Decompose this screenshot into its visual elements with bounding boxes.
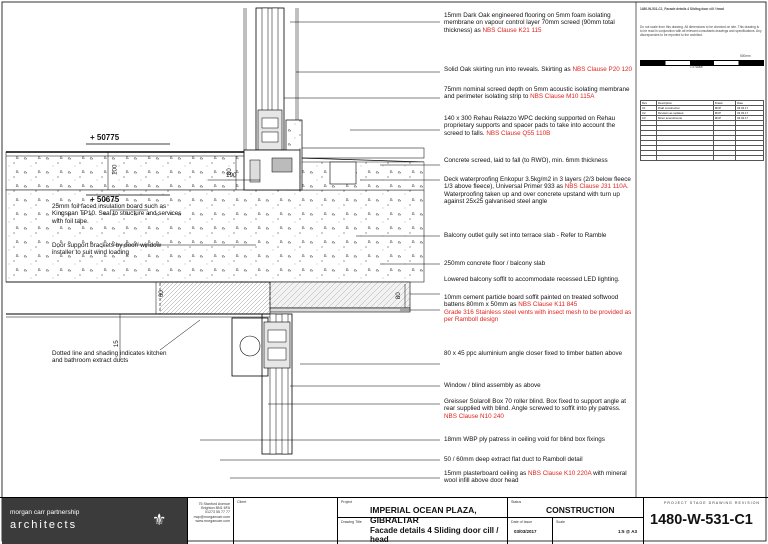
note-soffit-board: 10mm cement particle board soffit painte…	[444, 294, 632, 324]
dim-60: 60	[157, 290, 165, 298]
title-block: morgan carr partnership architects ⚜ 75 …	[0, 497, 768, 544]
status-cell: Status CONSTRUCTION Date of Issue 03/03/…	[508, 498, 644, 544]
ceiling-void	[159, 281, 271, 315]
note-extract-duct: 50 / 60mm deep extract flat duct to Ramb…	[444, 456, 583, 463]
level-lower: + 50675	[90, 195, 120, 204]
scale-bar	[640, 60, 764, 66]
practice-emblem-icon: ⚜	[152, 512, 167, 529]
dim-190: 190	[226, 172, 237, 179]
drawing-scale: 1:5 @ A3	[618, 529, 637, 534]
concrete-slab	[5, 189, 425, 283]
practice-name: morgan carr partnership	[10, 509, 80, 516]
status-value: CONSTRUCTION	[546, 505, 615, 515]
practice-logo: morgan carr partnership architects ⚜	[2, 498, 188, 544]
upper-floor-screed	[5, 151, 253, 191]
drawing-number-cell: PROJECT STAGE DRAWING REVISION 1480-W-53…	[650, 501, 761, 528]
note-plasterboard: 15mm plasterboard ceiling as NBS Clause …	[444, 470, 627, 485]
disclaimer: Do not scale from this drawing. All dime…	[640, 25, 762, 37]
project-title: IMPERIAL OCEAN PLAZA, GIBRALTAR	[370, 505, 477, 525]
note-roller-blind: Greisser Solaroll Box 70 roller blind. B…	[444, 398, 627, 420]
note-concrete-screed: Concrete screed, laid to fall (to RWO), …	[444, 157, 608, 164]
drawing-number: 1480-W-531-C1	[650, 512, 753, 528]
level-upper: + 50775	[90, 133, 120, 142]
scale-bar-end: 500mm	[740, 54, 751, 58]
note-dotted-line: Dotted line and shading indicates kitche…	[52, 350, 167, 365]
note-window-blind: Window / blind assembly as above	[444, 382, 541, 389]
scale-bar-label: 1:5 scale	[690, 65, 703, 69]
sheet-reference: 1480-W-531-C1_Facade details 4 Sliding d…	[640, 7, 724, 11]
dim-15: 15	[112, 340, 120, 348]
door-frame-upper	[255, 7, 285, 151]
note-screed: 75mm nominal screed depth on 5mm acousti…	[444, 86, 630, 101]
drawing-title: Facade details 4 Sliding door cill / hea…	[370, 526, 499, 544]
note-gully: Balcony outlet gully set into terrace sl…	[444, 232, 607, 239]
door-frame-lower	[261, 313, 293, 455]
roller-blind-box	[231, 317, 269, 377]
note-flooring: 15mm Dark Oak engineered flooring on 5mm…	[444, 12, 615, 34]
dim-80-soffit: 80	[394, 292, 402, 300]
note-ply-patress: 18mm WBP ply patress in ceiling void for…	[444, 436, 605, 443]
dim-100: 100	[111, 164, 119, 175]
client-cell: Client	[234, 498, 338, 544]
balcony-gully	[329, 161, 357, 185]
project-cell: Project IMPERIAL OCEAN PLAZA, GIBRALTAR …	[338, 498, 508, 544]
practice-architects: architects	[10, 519, 78, 531]
balcony-decking	[299, 147, 425, 159]
note-decking: 140 x 300 Rehau Relazzo WPC decking supp…	[444, 115, 616, 137]
soffit-insulation	[269, 281, 411, 309]
note-waterproofing: Deck waterproofing Enkopur 3.5kg/m2 in 3…	[444, 176, 631, 206]
practice-address: 75 Stanford Avenue Brighton BN1 6FA 0127…	[188, 498, 234, 544]
note-door-brackets: Door support brackets by door/ window in…	[52, 242, 162, 257]
note-slab: 250mm concrete floor / balcony slab	[444, 260, 546, 267]
issue-date: 03/03/2017	[514, 529, 537, 534]
note-soffit-led: Lowered balcony soffit to accommodate re…	[444, 276, 620, 283]
note-skirting: Solid Oak skirting run into reveals. Ski…	[444, 66, 632, 73]
note-angle-closer: 80 x 45 ppc aluminium angle closer fixed…	[444, 350, 623, 357]
note-insulation-board: 25mm foil faced insulation board such as…	[52, 203, 182, 225]
